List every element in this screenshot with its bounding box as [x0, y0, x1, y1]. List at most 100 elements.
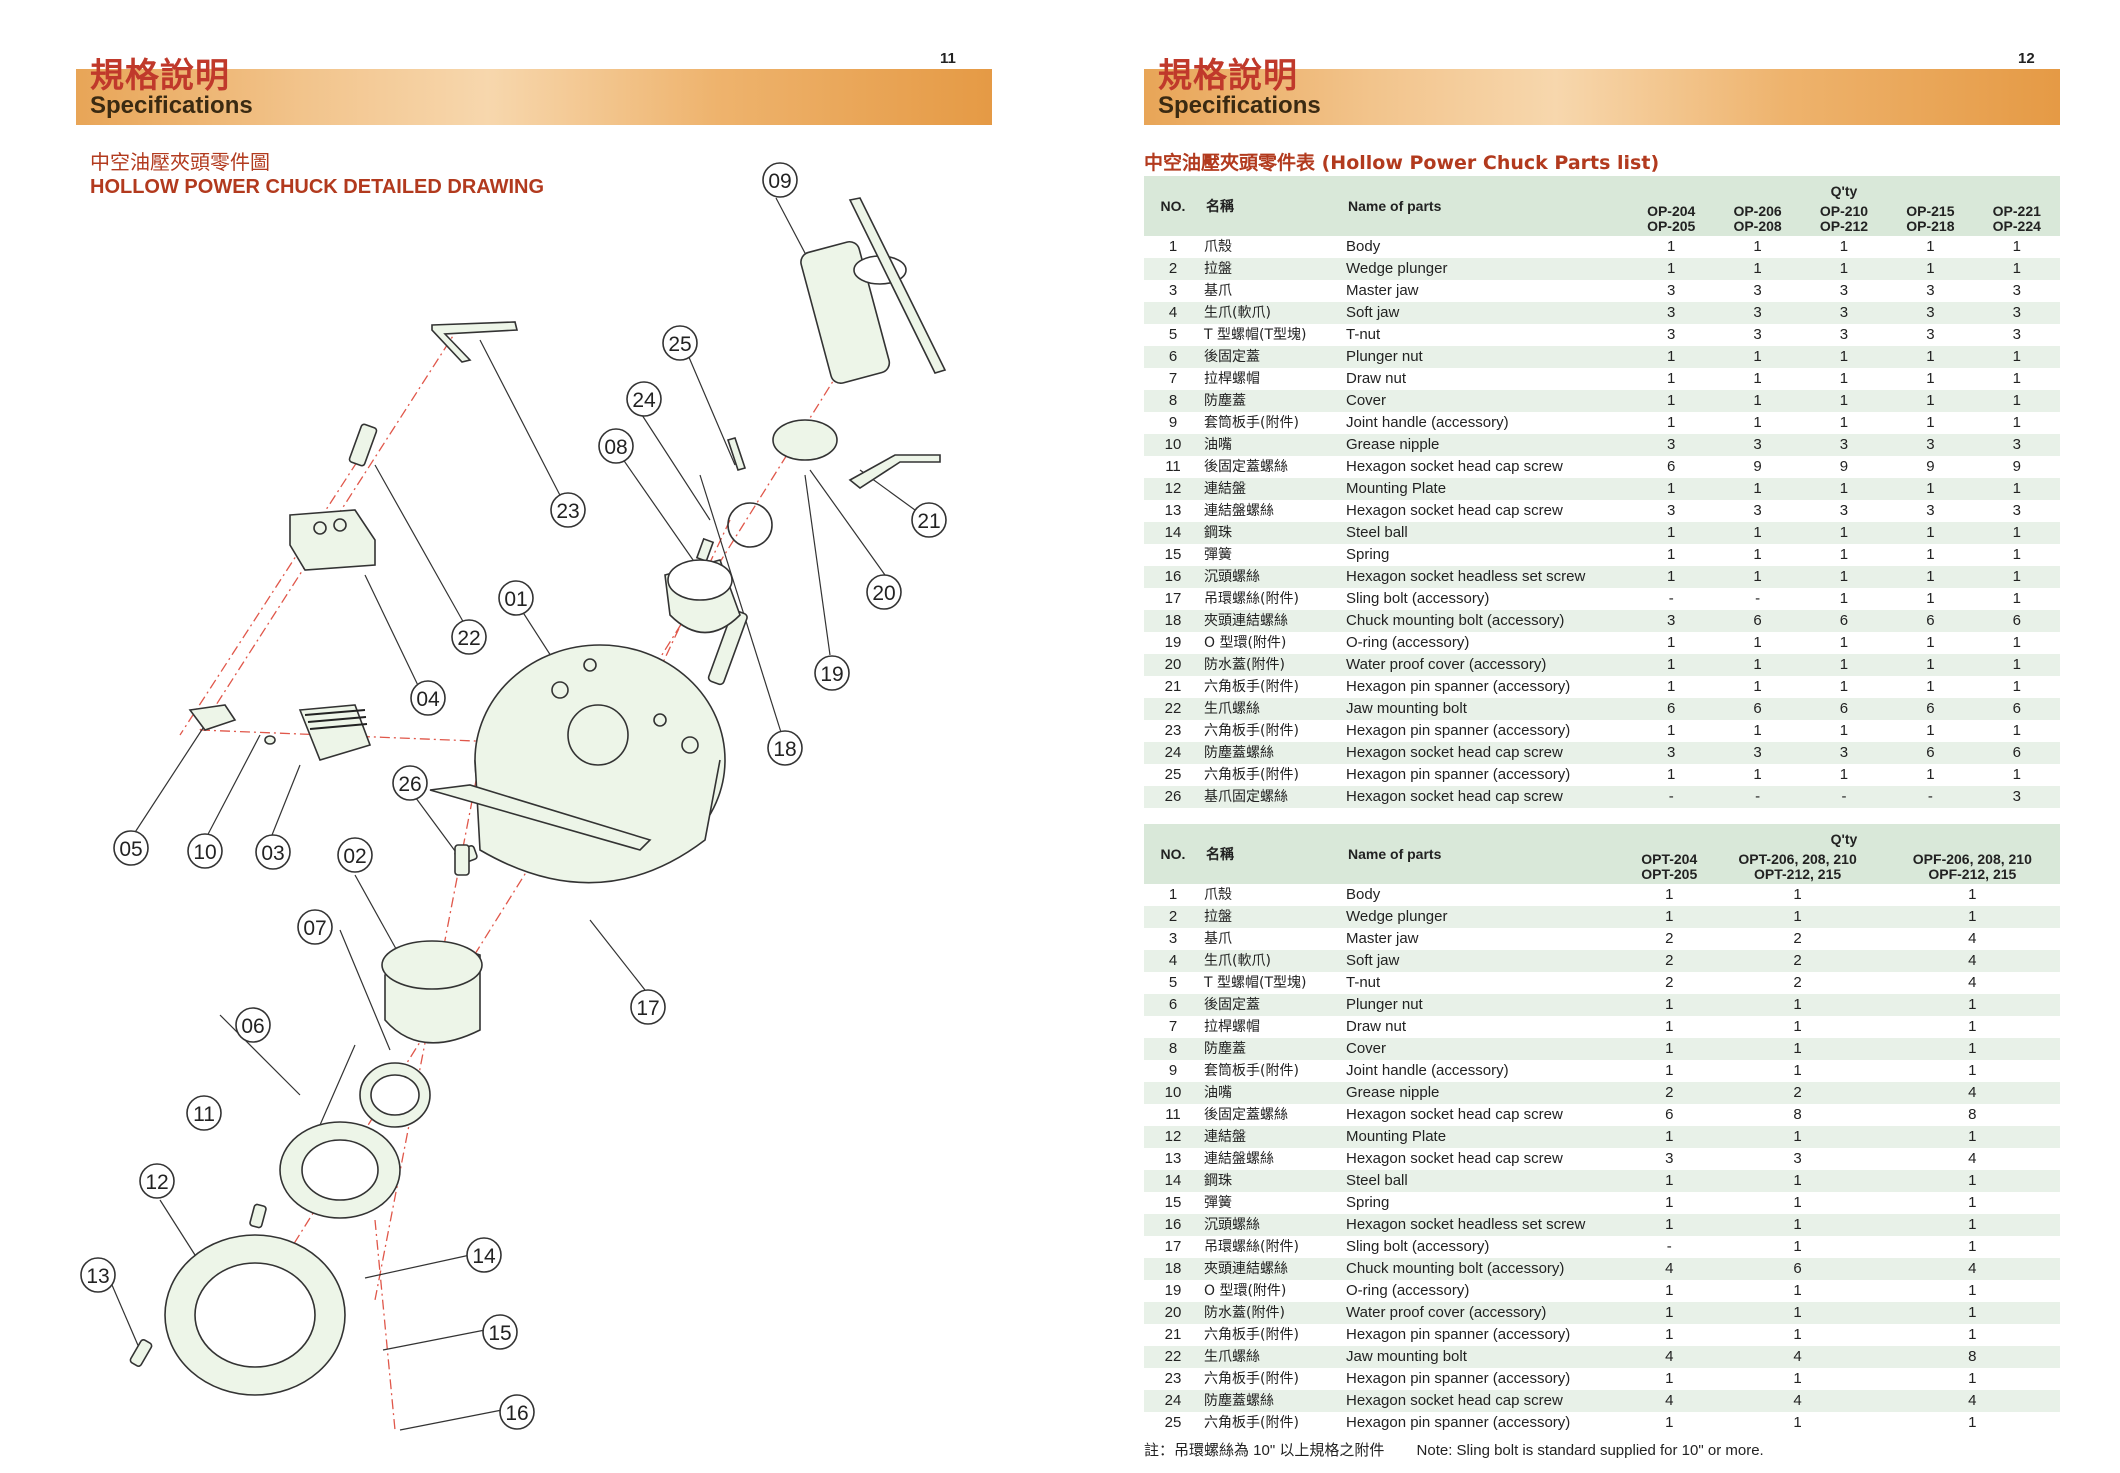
cell-name-en: T-nut	[1346, 974, 1381, 991]
cell-name-cn: 油嘴	[1202, 434, 1344, 456]
cell-qty: 1	[1968, 886, 1977, 903]
cell-qty: 3	[2012, 326, 2021, 343]
cell-no: 6	[1144, 346, 1202, 368]
cell-no: 5	[1168, 974, 1178, 991]
cell-qty: 1	[1628, 994, 1711, 1016]
cell-qty: 1	[1926, 678, 1935, 695]
cell-name-en: O-ring (accessory)	[1346, 1282, 1470, 1299]
cell-qty: 1	[1628, 1126, 1711, 1148]
cell-qty: 6	[1887, 610, 1974, 632]
header-name-cn: 名稱	[1202, 824, 1344, 884]
cell-name-en: Hexagon pin spanner (accessory)	[1346, 678, 1571, 695]
cell-qty: 1	[1839, 546, 1849, 563]
svg-text:19: 19	[820, 663, 843, 686]
cell-qty: 1	[1884, 994, 2060, 1016]
cell-no: 20	[1144, 1302, 1202, 1324]
callout-01: 01	[498, 580, 534, 616]
cell-qty: 3	[1926, 502, 1935, 519]
cell-qty: 9	[1839, 458, 1849, 475]
cell-name-en: Soft jaw	[1344, 950, 1628, 972]
cell-qty: 2	[1710, 950, 1885, 972]
cell-name-en: Jaw mounting bolt	[1344, 698, 1628, 720]
cell-no: 2	[1144, 258, 1202, 280]
callout-12: 12	[139, 1163, 175, 1199]
cell-no: 8	[1144, 390, 1202, 412]
cell-qty: 1	[1628, 654, 1715, 676]
cell-qty: 1	[1793, 1062, 1802, 1079]
cell-qty: 1	[1628, 390, 1715, 412]
cell-qty: 1	[1628, 1302, 1711, 1324]
cell-qty: 1	[1968, 1282, 1977, 1299]
callout-11: 11	[186, 1095, 222, 1131]
cell-name-en: Chuck mounting bolt (accessory)	[1344, 610, 1628, 632]
cell-qty: 1	[1884, 1302, 2060, 1324]
cell-qty: 1	[1714, 346, 1801, 368]
cell-qty: 1	[1710, 1214, 1885, 1236]
cell-no: 15	[1164, 546, 1182, 563]
cell-no: 2	[1144, 906, 1202, 928]
cell-no: 23	[1164, 1370, 1182, 1387]
cell-qty: 1	[1973, 258, 2060, 280]
cell-no: 14	[1144, 1170, 1202, 1192]
cell-qty: 3	[1667, 282, 1676, 299]
header-name-en: Name of parts	[1344, 824, 1628, 884]
callout-19: 19	[814, 655, 850, 691]
cell-no: 1	[1168, 886, 1178, 903]
cell-qty: 1	[1968, 1370, 1977, 1387]
cell-qty: 1	[1667, 546, 1676, 563]
cell-qty: 6	[1973, 610, 2060, 632]
cell-qty: 4	[1628, 1346, 1711, 1368]
cell-qty: 1	[2012, 590, 2021, 607]
cell-qty: 1	[1665, 1062, 1674, 1079]
cell-qty: 1	[1667, 414, 1676, 431]
cell-name-en: Jaw mounting bolt	[1344, 1346, 1628, 1368]
svg-text:25: 25	[668, 333, 691, 356]
cell-qty: 1	[1887, 566, 1974, 588]
cell-qty: 1	[1753, 766, 1762, 783]
cell-name-cn: 沉頭螺絲	[1202, 1214, 1344, 1236]
cell-qty: 3	[1667, 326, 1676, 343]
cell-name-cn: 鋼珠	[1202, 1170, 1344, 1192]
cell-qty: 1	[1968, 1414, 1977, 1431]
cell-qty: 3	[1714, 434, 1801, 456]
cell-qty: 1	[1793, 1414, 1802, 1431]
cell-no: 23	[1164, 722, 1182, 739]
cell-no: 14	[1144, 522, 1202, 544]
cell-qty: 1	[1753, 546, 1762, 563]
cell-qty: 3	[2012, 282, 2021, 299]
cell-name-en: Wedge plunger	[1344, 258, 1628, 280]
cell-qty: 1	[2012, 414, 2021, 431]
callout-09: 09	[762, 162, 798, 198]
cell-qty: 1	[1926, 590, 1935, 607]
cell-qty: 1	[1753, 722, 1762, 739]
parts-list-title: 中空油壓夾頭零件表 (Hollow Power Chuck Parts list…	[1144, 152, 1660, 174]
callout-13: 13	[80, 1257, 116, 1293]
cell-qty: 1	[2012, 766, 2021, 783]
callout-06: 06	[235, 1007, 271, 1043]
callout-25: 25	[662, 325, 698, 361]
cell-qty: 1	[1800, 566, 1888, 588]
cell-qty: 1	[1884, 1126, 2060, 1148]
cell-qty: 1	[1628, 1038, 1711, 1060]
cell-qty: 1	[1887, 478, 1974, 500]
cell-name-cn: 套筒板手(附件)	[1204, 415, 1299, 431]
footnote-en: Note: Sling bolt is standard supplied fo…	[1416, 1442, 1764, 1459]
cell-qty: 1	[1839, 766, 1849, 783]
cell-qty: 1	[1628, 1214, 1711, 1236]
callout-17: 17	[630, 989, 666, 1025]
